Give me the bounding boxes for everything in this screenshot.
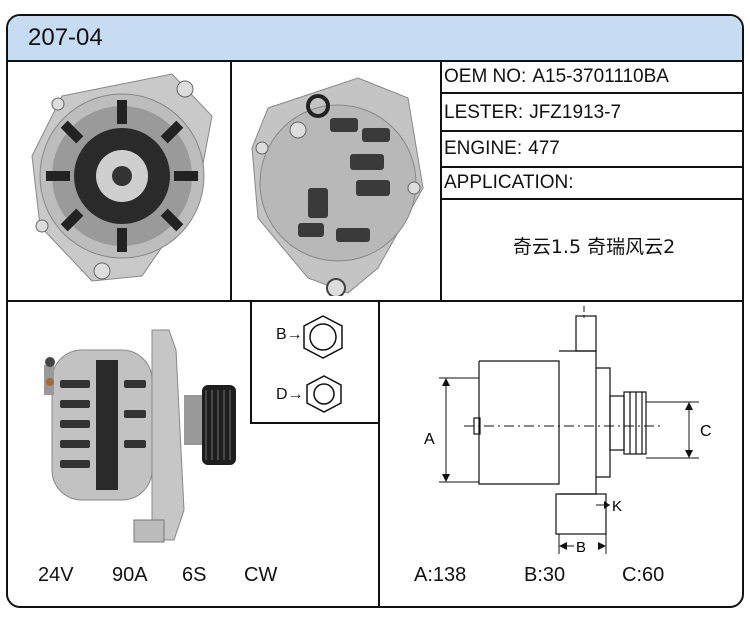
header-bar: 207-04 xyxy=(8,16,742,62)
oem-label: OEM NO: xyxy=(444,66,527,87)
application-row: APPLICATION: xyxy=(444,172,742,194)
lester-value: JFZ1913-7 xyxy=(529,102,622,123)
divider xyxy=(440,198,742,200)
engine-label: ENGINE: xyxy=(444,138,523,159)
terminal-b-letter: B xyxy=(276,326,287,343)
oem-row: OEM NO:A15-3701110BA xyxy=(444,66,742,88)
terminal-b-nut-icon xyxy=(303,315,343,359)
application-label: APPLICATION: xyxy=(444,172,574,193)
dim-c-label: C xyxy=(700,423,712,440)
divider xyxy=(250,300,252,424)
dimension-drawing: A C B K xyxy=(424,306,712,554)
divider xyxy=(230,60,232,302)
dim-c-value: C:60 xyxy=(622,564,665,586)
current-spec: 90A xyxy=(112,564,148,586)
alternator-front-photo xyxy=(31,73,213,282)
dim-b-value: B:30 xyxy=(524,564,566,586)
application-value: 奇云1.5 奇瑞风云2 xyxy=(512,236,676,258)
divider xyxy=(440,92,742,94)
dim-a-value: A:138 xyxy=(414,564,467,586)
engine-row: ENGINE:477 xyxy=(444,138,742,160)
part-number-title: 207-04 xyxy=(28,24,103,51)
lester-row: LESTER:JFZ1913-7 xyxy=(444,102,742,124)
dim-a-label: A xyxy=(424,431,435,448)
divider xyxy=(440,60,442,302)
dim-b-label: B xyxy=(576,539,586,554)
alternator-side-photo xyxy=(44,329,236,543)
terminal-d-label: D→ xyxy=(276,386,304,403)
divider xyxy=(250,422,380,424)
engine-value: 477 xyxy=(528,138,560,159)
product-sheet: 207-04 xyxy=(6,14,744,608)
divider xyxy=(8,300,742,302)
voltage-spec: 24V xyxy=(38,564,74,586)
oem-value: A15-3701110BA xyxy=(532,66,669,87)
terminal-d-nut-icon xyxy=(306,375,342,413)
divider xyxy=(378,300,380,606)
lester-label: LESTER: xyxy=(444,102,524,123)
dim-k-label: K xyxy=(612,498,622,515)
pulley-spec: 6S xyxy=(182,564,207,586)
divider xyxy=(440,130,742,132)
alternator-rear-photo xyxy=(251,77,424,296)
divider xyxy=(440,166,742,168)
rotation-spec: CW xyxy=(244,564,278,586)
terminal-b-label: B→ xyxy=(276,326,303,343)
terminal-d-letter: D xyxy=(276,386,288,403)
